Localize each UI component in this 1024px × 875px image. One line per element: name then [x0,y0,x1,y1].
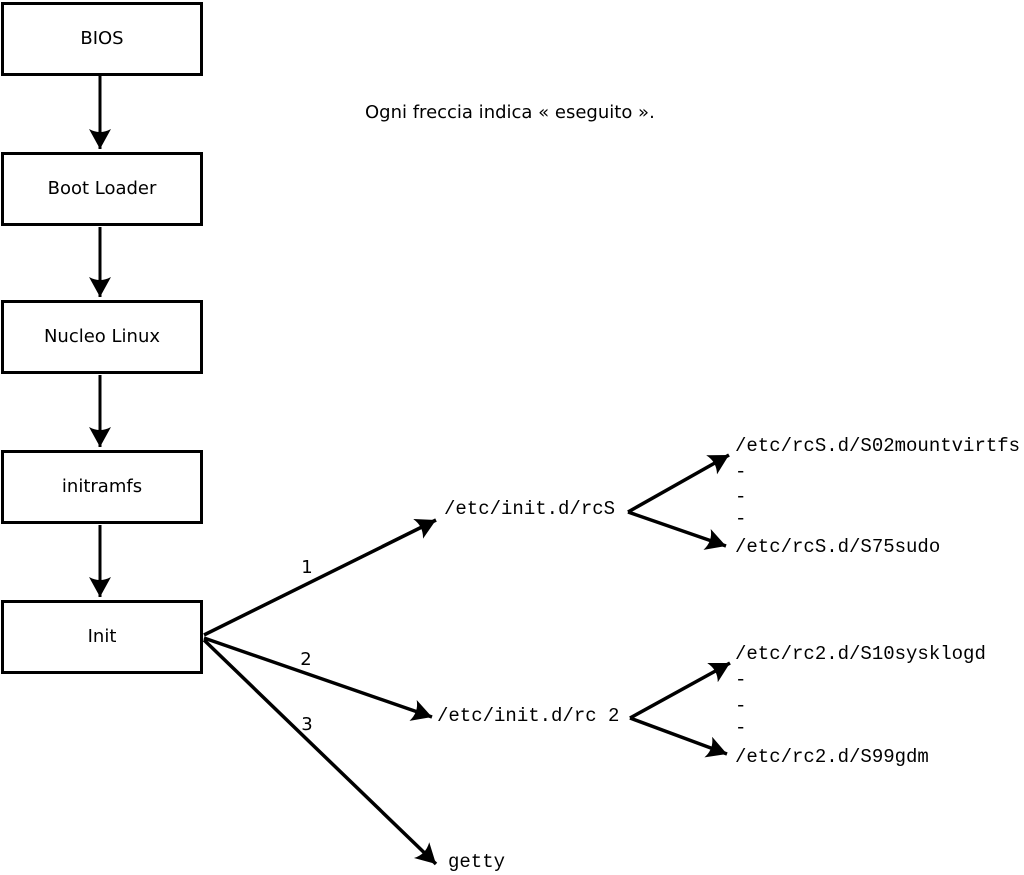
arrow-rc2-to-last-script [629,716,728,758]
flow-box-bios-label: BIOS [80,28,124,49]
branch-number-2: 2 [300,649,312,670]
arrow-rcS-to-first-script [627,453,730,514]
rcS-script-last: /etc/rcS.d/S75sudo [735,536,941,558]
rcS-script-first: /etc/rcS.d/S02mountvirtfs [735,435,1021,457]
flow-box-bootloader: Boot Loader [1,152,203,226]
ellipsis-dash: - [735,695,747,717]
arrow-init-to-rcS [203,518,437,637]
ellipsis-dash: - [735,486,747,508]
ellipsis-dash: - [735,461,747,483]
flow-box-kernel-label: Nucleo Linux [43,326,161,347]
ellipsis-dash: - [735,669,747,691]
rc2-script-last: /etc/rc2.d/S99gdm [735,746,929,768]
arrow-init-to-getty [202,638,438,866]
flow-box-initramfs: initramfs [1,450,203,524]
ellipsis-dash: - [735,717,747,739]
rcS-command: /etc/init.d/rcS [444,498,616,520]
branch-number-1: 1 [301,557,313,578]
getty-command: getty [448,851,506,873]
flow-box-bios: BIOS [1,2,203,76]
flow-box-initramfs-label: initramfs [61,476,143,497]
ellipsis-dash: - [735,508,747,530]
arrow-rcS-to-last-script [627,510,727,550]
flow-box-kernel: Nucleo Linux [1,300,203,374]
rc2-command: /etc/init.d/rc 2 [437,705,620,727]
flow-box-init-label: Init [87,626,117,647]
diagram-caption: Ogni freccia indica « eseguito ». [365,102,655,123]
arrow-rc2-to-first-script [629,661,731,720]
flow-box-bootloader-label: Boot Loader [47,178,157,199]
flow-box-init: Init [1,600,203,674]
rc2-script-first: /etc/rc2.d/S10sysklogd [735,643,986,665]
branch-number-3: 3 [301,714,313,735]
arrow-init-to-rc2 [203,636,433,721]
